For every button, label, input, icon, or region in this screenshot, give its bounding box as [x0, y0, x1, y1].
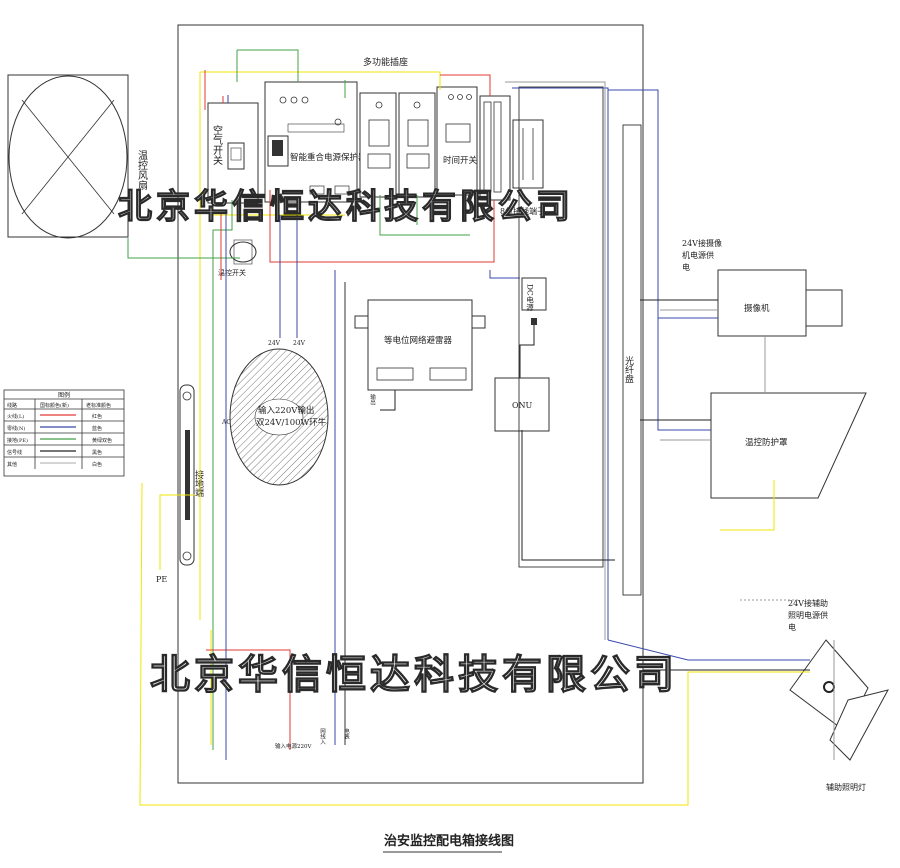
camera-power-label-1: 24V接摄像: [682, 238, 722, 248]
ground-terminal: 接地端 PE: [156, 384, 204, 584]
aux-light: 24V接辅助 照明电源供 电 辅助照明灯: [788, 598, 889, 792]
meter-tag: 电表: [343, 727, 350, 741]
dc-power: DC电源: [521, 277, 547, 325]
light-power-label-3: 电: [788, 622, 796, 632]
thermo-label: 温控开关: [218, 268, 246, 277]
camera-label: 摄像机: [744, 303, 770, 314]
svg-text:黑色: 黑色: [92, 449, 102, 456]
transformer-line1: 输入220V输出: [258, 405, 314, 416]
legend-title: 图例: [58, 391, 70, 399]
ground-terminal-label: 接地端: [193, 469, 204, 498]
dc24-label-2: 24V: [293, 340, 306, 347]
svg-text:线路: 线路: [7, 402, 17, 409]
svg-text:其他: 其他: [7, 461, 17, 468]
svg-text:蓝色: 蓝色: [92, 425, 102, 432]
multi-socket-label: 多功能插座: [363, 56, 408, 68]
terminal8-label: 8位接线端子: [500, 206, 545, 216]
fan-label: 温控风扇: [136, 150, 148, 191]
time-switch: 时间开关: [436, 86, 478, 196]
shield-label: 温控防护罩: [745, 437, 788, 448]
cabinet-outline: [177, 24, 644, 784]
light-power-label-2: 照明电源供: [788, 610, 828, 620]
camera-power-label-2: 机电源供: [682, 250, 714, 260]
time-switch-label: 时间开关: [443, 155, 478, 166]
svg-text:火线(L): 火线(L): [7, 413, 24, 420]
svg-text:红色: 红色: [92, 413, 102, 420]
terminal-block: 8位接线端子: [479, 95, 545, 216]
svg-text:老标准颜色: 老标准颜色: [86, 402, 111, 409]
onu-label: ONU: [512, 401, 533, 410]
svg-text:零线(N): 零线(N): [7, 425, 25, 432]
protector-label: 智能重合电源保护器: [290, 152, 367, 163]
svg-text:接地(PE): 接地(PE): [7, 437, 28, 444]
input-label-tag: 输入电源220V: [275, 742, 312, 750]
watermark-top: 北京华信恒达科技有限公司: [118, 187, 574, 227]
transformer: 输入220V输出 双24V/100W环牛 24V 24V AC: [221, 340, 329, 486]
pe-label: PE: [156, 575, 167, 584]
onu: ONU: [494, 377, 550, 432]
protector: 智能重合电源保护器: [264, 81, 367, 203]
light-power-label-1: 24V接辅助: [788, 598, 828, 608]
surge-label: 等电位网络避雷器: [384, 335, 453, 346]
thermo-switch: 温控开关: [218, 239, 257, 277]
net-in-tag: 网线入: [319, 728, 326, 745]
camera-power-label-3: 电: [682, 262, 690, 272]
surge-protector: 等电位网络避雷器: [354, 299, 486, 391]
fiber-box-label: 光纤盘: [623, 355, 634, 383]
air-switch-label: 空气开关: [211, 124, 223, 166]
svg-text:黄绿双色: 黄绿双色: [92, 437, 112, 444]
dc24-label: 24V: [268, 340, 281, 347]
multi-sockets: 多功能插座: [359, 56, 436, 198]
page-title: 治安监控配电箱接线图: [384, 833, 514, 849]
fan-circle: [8, 75, 128, 239]
shield: 温控防护罩: [710, 392, 867, 499]
svg-text:国标颜色(新): 国标颜色(新): [40, 402, 69, 409]
svg-text:信号线: 信号线: [7, 449, 22, 456]
transformer-line2: 双24V/100W环牛: [256, 417, 327, 428]
fan: 温控风扇: [7, 74, 148, 239]
svg-text:白色: 白色: [92, 461, 102, 468]
camera: 24V接摄像 机电源供 电 摄像机: [682, 238, 843, 337]
wires: [127, 49, 835, 806]
watermark-bottom: 北京华信恒达科技有限公司: [150, 651, 678, 698]
light-label: 辅助照明灯: [826, 782, 866, 792]
air-switch: 空气开关: [207, 102, 259, 204]
fiber-box: 光纤盘: [518, 86, 642, 596]
out-tag: 输出: [369, 393, 376, 407]
legend-table: 图例 线路 国标颜色(新) 老标准颜色 火线(L) 零线(N) 接地(PE) 信…: [3, 389, 125, 477]
fan-box: [7, 74, 129, 238]
dc-power-label: DC电源: [525, 284, 534, 312]
